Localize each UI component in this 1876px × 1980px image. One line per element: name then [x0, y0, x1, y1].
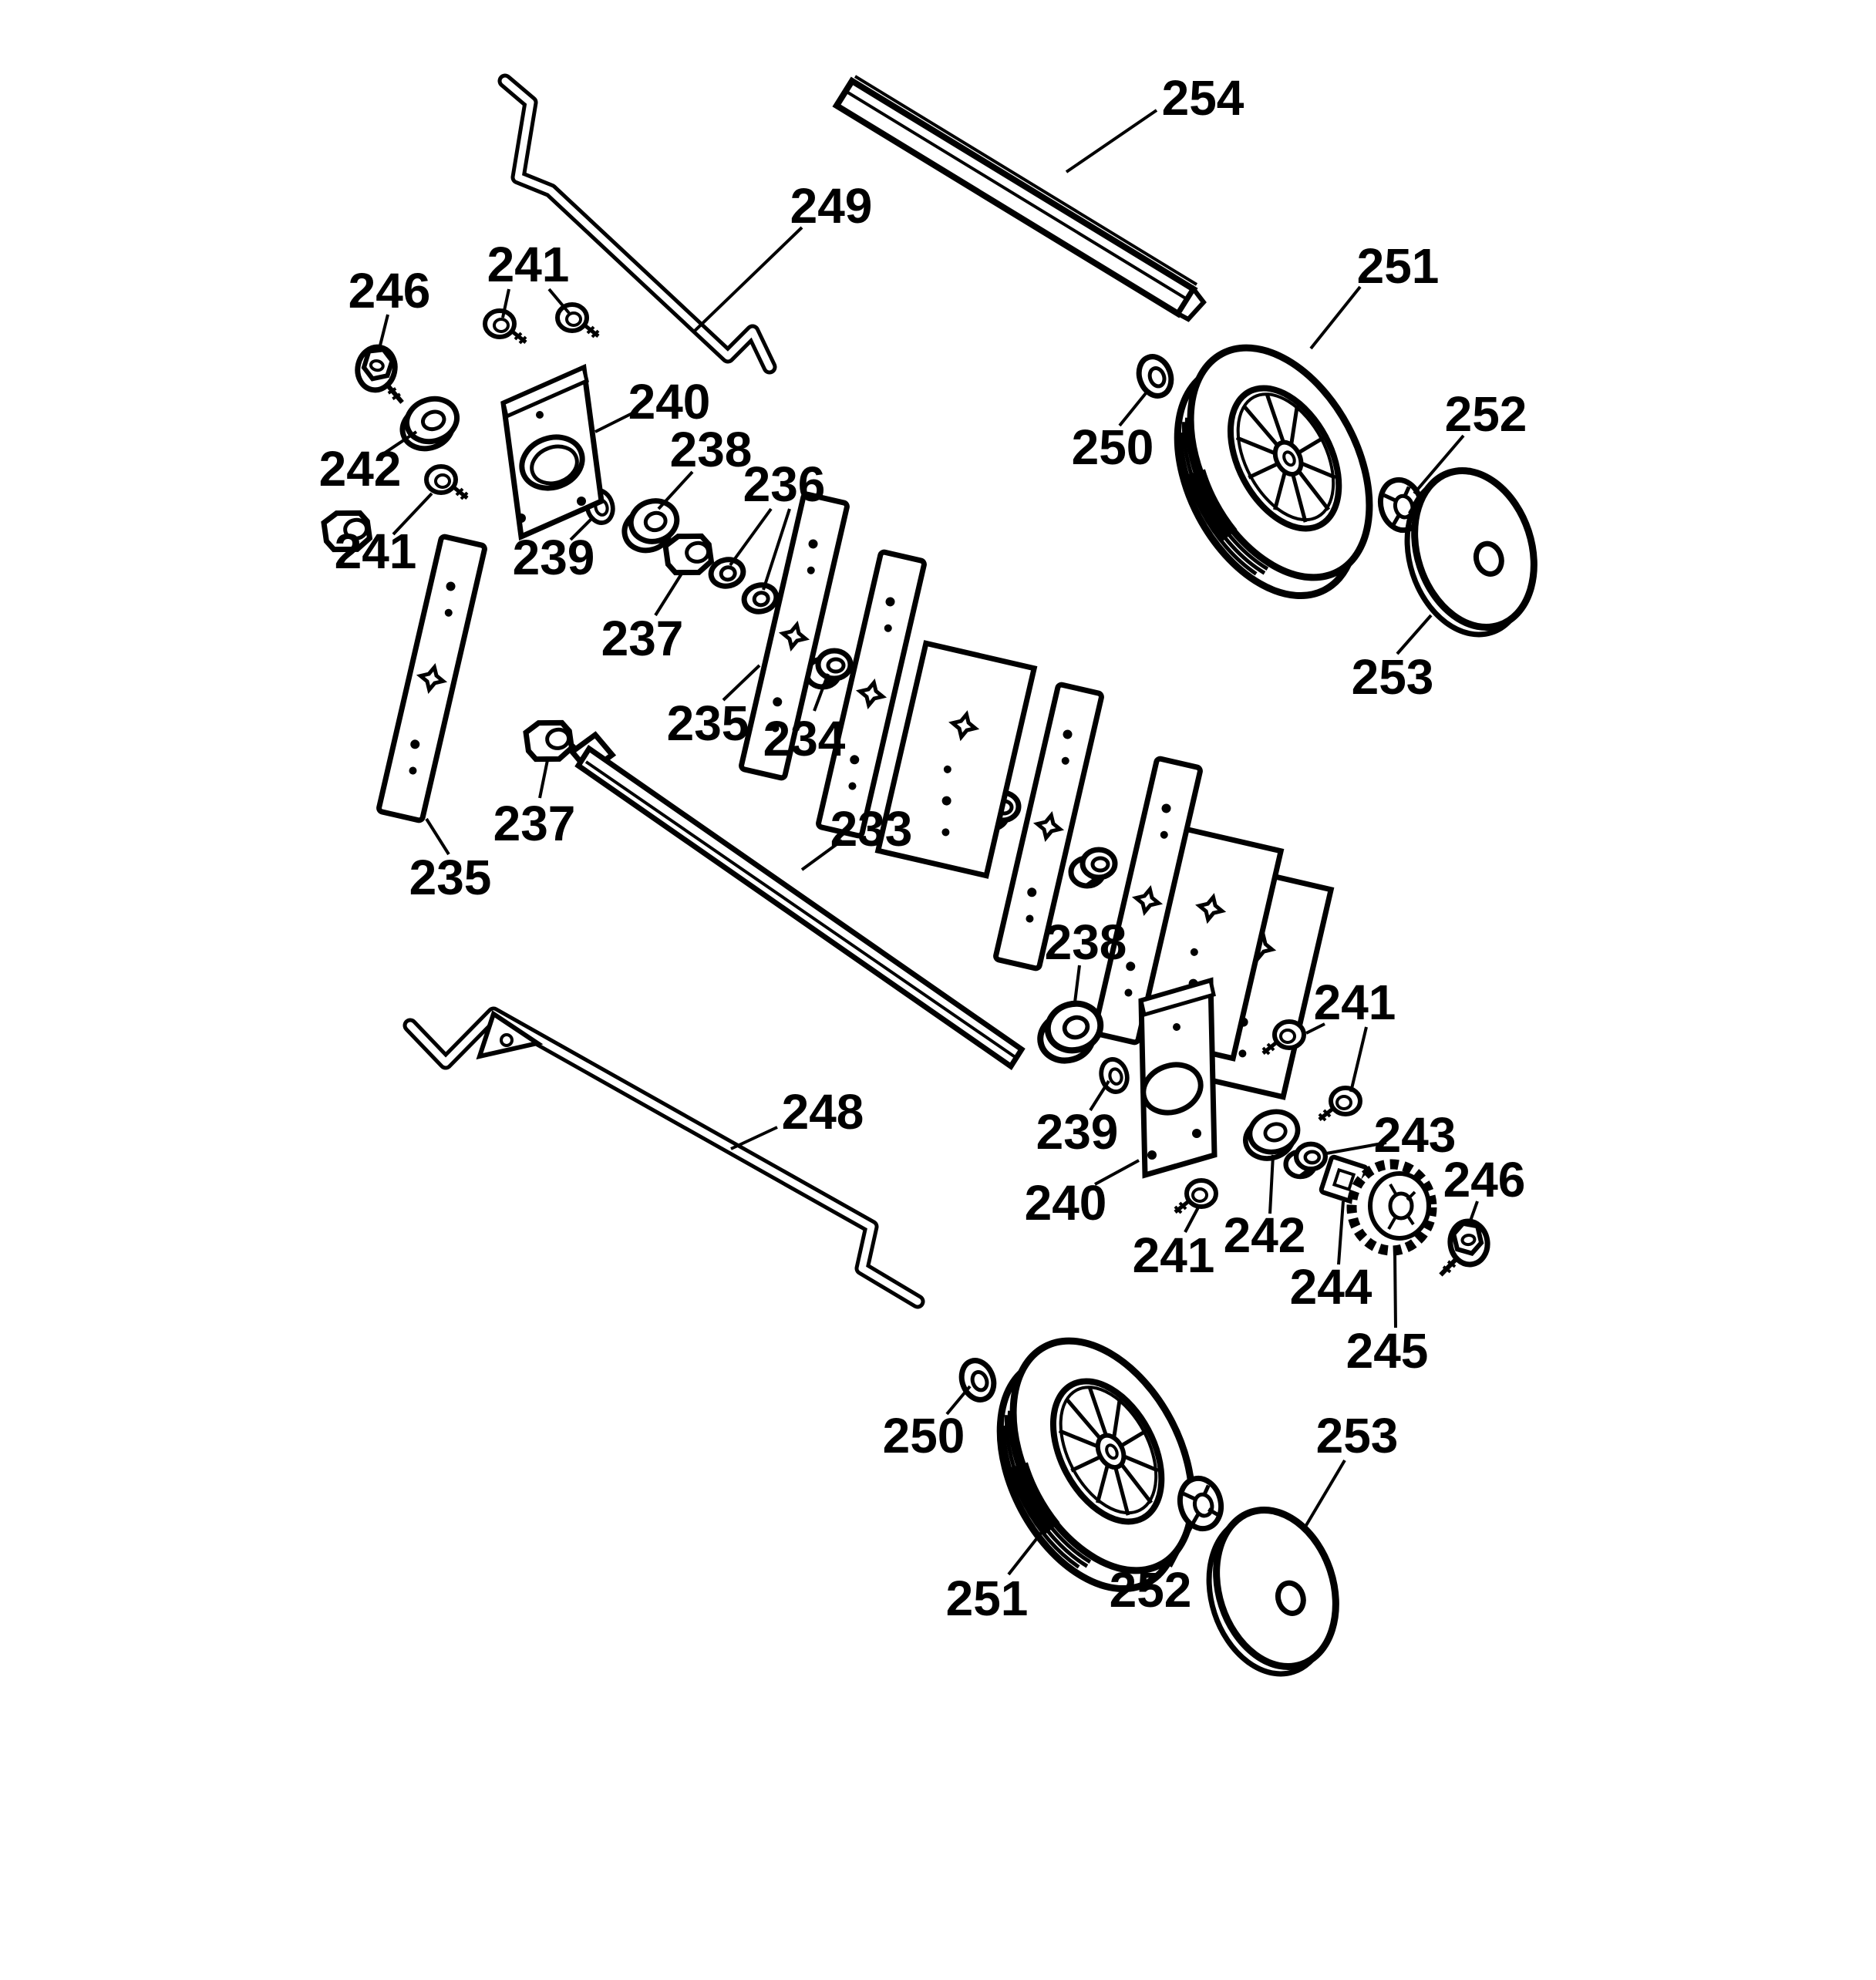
callout-243-bushing: 243	[1374, 1107, 1457, 1163]
callout-253-hub-cap: 253	[1316, 1408, 1399, 1463]
leader-line-240	[1094, 1159, 1140, 1186]
leader-line-242	[1268, 1154, 1275, 1214]
leader-line-233	[800, 839, 844, 871]
callout-237-flange-bushing: 237	[601, 611, 684, 666]
callout-253-hub-cap: 253	[1352, 649, 1434, 705]
flat-washer-236-b	[742, 582, 779, 615]
leader-line-241	[1349, 1026, 1368, 1093]
leader-line-238	[657, 470, 694, 510]
callout-234-spacer-bushing: 234	[763, 711, 846, 766]
callout-245-drive-sprocket: 245	[1346, 1323, 1429, 1379]
leader-line-251	[1007, 1530, 1044, 1576]
leader-line-239	[1089, 1079, 1110, 1112]
leader-line-250	[945, 1385, 972, 1416]
screw-241-right-mid	[1319, 1088, 1360, 1120]
callout-244-square-washer: 244	[1290, 1259, 1372, 1315]
screw-241-upper-right	[557, 305, 598, 337]
callout-251-wheel: 251	[946, 1571, 1029, 1626]
callout-241-screw: 241	[1133, 1227, 1215, 1283]
bushing-243	[1286, 1144, 1325, 1177]
leader-line-251	[1309, 285, 1362, 350]
callout-246-shoulder-bolt: 246	[349, 263, 431, 318]
callout-242-spacer-washer: 242	[1224, 1207, 1306, 1263]
spacer-washer-242-upper	[396, 392, 464, 455]
callout-251-wheel: 251	[1357, 238, 1440, 294]
flange-bushing-237-upper	[665, 532, 712, 576]
callout-241-screw-pair: 241	[487, 237, 570, 292]
callout-233-axle-shaft: 233	[830, 801, 913, 857]
shoulder-bolt-246-left	[352, 344, 413, 402]
leader-line-241	[547, 288, 571, 315]
leader-line-246	[1468, 1200, 1479, 1224]
leader-line-236	[729, 507, 773, 567]
spacer-cylinder-c	[1071, 850, 1115, 886]
flange-bushing-237-lower	[525, 719, 573, 763]
leader-line-240	[594, 411, 635, 433]
callout-237-flange-bushing: 237	[493, 796, 576, 851]
washer-250-top	[1133, 352, 1176, 401]
leader-line-252	[1169, 1522, 1195, 1568]
callout-238-bearing: 238	[670, 422, 753, 477]
leader-line-237	[654, 572, 683, 617]
leader-line-253	[1302, 1459, 1346, 1532]
drive-sprocket-245	[1346, 1159, 1437, 1256]
callout-249-upper-height-rod: 249	[790, 178, 873, 234]
callout-240-bearing-bracket: 240	[628, 374, 711, 429]
bearing-bracket-240-lower	[1138, 977, 1218, 1179]
callout-248-lower-height-rod: 248	[782, 1084, 864, 1140]
callout-241-screw: 241	[335, 524, 417, 579]
leader-line-244	[1337, 1200, 1345, 1265]
screw-241-lower-left	[426, 466, 467, 499]
screw-241-right-bottom	[1175, 1180, 1216, 1213]
callout-235-tine-blade: 235	[409, 850, 492, 905]
leader-line-235	[425, 817, 450, 856]
leader-line-245	[1393, 1251, 1397, 1328]
leader-line-243	[1325, 1141, 1387, 1155]
lower-height-rod-248	[402, 1006, 925, 1309]
callout-250-washer: 250	[1072, 419, 1154, 475]
callout-254-slide-rail: 254	[1162, 70, 1244, 126]
leader-line-241	[1305, 1022, 1325, 1035]
shoulder-bolt-246-right	[1434, 1219, 1491, 1275]
callout-239-washer: 239	[1036, 1104, 1119, 1160]
callout-246-shoulder-bolt: 246	[1443, 1152, 1526, 1207]
leader-line-236	[762, 508, 791, 591]
leader-line-242	[382, 430, 418, 455]
callout-242-spacer-washer: 242	[319, 441, 402, 497]
leader-line-238	[1073, 965, 1081, 1003]
leader-line-241	[1184, 1207, 1200, 1233]
callout-239-washer: 239	[513, 530, 595, 585]
leader-line-234	[813, 673, 830, 712]
flat-washer-236-a	[709, 557, 746, 589]
callout-240-bearing-bracket: 240	[1025, 1175, 1107, 1231]
slide-rail-254	[832, 75, 1207, 322]
leader-line-235	[722, 664, 761, 702]
leader-line-254	[1065, 109, 1158, 173]
screw-241-upper-left	[485, 311, 526, 343]
leader-line-241	[392, 492, 433, 536]
leader-line-252	[1413, 434, 1465, 495]
bearing-bracket-240-upper	[500, 363, 605, 541]
callout-238-bearing: 238	[1045, 914, 1127, 970]
callout-235-tine-blade: 235	[667, 695, 749, 751]
leader-line-237	[538, 759, 549, 799]
wheel-251-top	[1137, 318, 1411, 626]
upper-height-rod-249	[497, 73, 777, 375]
callout-252-push-nut: 252	[1445, 386, 1527, 442]
leader-line-239	[569, 515, 595, 541]
callout-241-screw-pair: 241	[1314, 975, 1396, 1030]
leader-line-249	[692, 226, 803, 333]
callout-236-flat-washer-pair: 236	[743, 456, 826, 512]
leader-line-246	[378, 314, 389, 349]
axle-shaft-233	[566, 731, 1026, 1070]
leader-line-248	[730, 1126, 778, 1150]
bearing-238-lower	[1033, 998, 1108, 1066]
leader-line-253	[1396, 614, 1433, 655]
leader-line-250	[1118, 392, 1147, 427]
callout-250-washer: 250	[883, 1408, 965, 1463]
callout-252-push-nut: 252	[1110, 1562, 1192, 1618]
leader-line-241	[501, 288, 510, 318]
